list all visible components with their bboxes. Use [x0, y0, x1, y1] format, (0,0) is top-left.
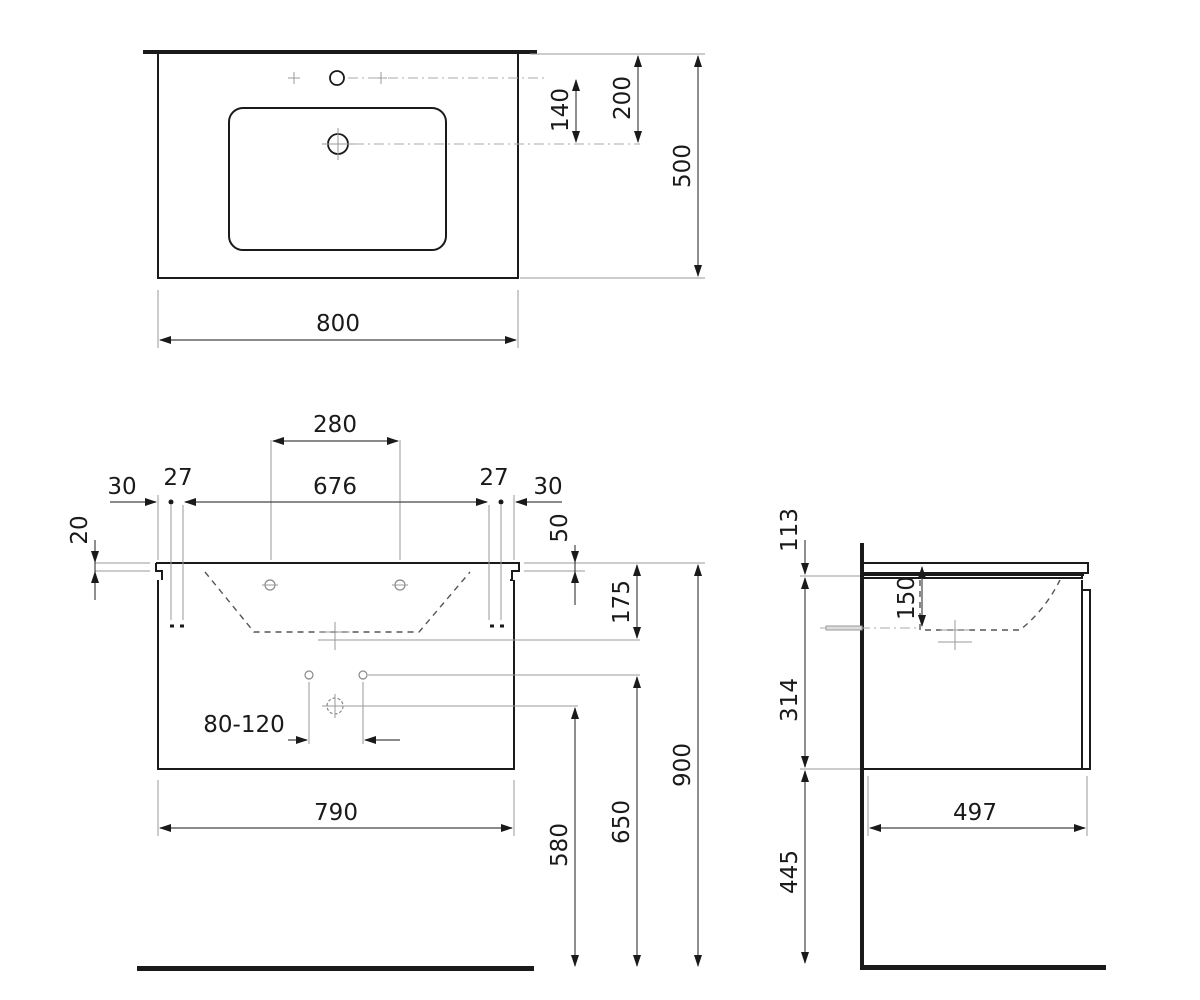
dim-label-140: 140 [548, 88, 574, 132]
dim-arrows-50 [571, 551, 579, 583]
dot-27-right [498, 499, 504, 505]
dim-label-500: 500 [670, 144, 696, 188]
side-view: 113 150 314 445 497 [777, 508, 1106, 970]
dim-arrows-20 [91, 551, 99, 583]
dim-label-20: 20 [67, 515, 93, 544]
drain-cross [322, 128, 354, 160]
dim-label-676: 676 [313, 474, 357, 500]
dim-label-27-left: 27 [163, 465, 192, 491]
side-bowl-dashed [919, 579, 1061, 631]
dim-label-900: 900 [670, 743, 696, 787]
side-wall [860, 543, 864, 969]
top-view-slab-edge [143, 50, 537, 54]
dim-label-30-left: 30 [107, 474, 136, 500]
dim-label-800: 800 [316, 311, 360, 337]
side-overflow-marker [825, 625, 863, 631]
dim-label-150: 150 [894, 576, 920, 620]
side-floor-line [860, 965, 1106, 970]
top-view-basin-outline [157, 54, 519, 279]
dot-27-left [168, 499, 174, 505]
side-drain-pipe [938, 620, 972, 650]
dim-label-580: 580 [547, 823, 573, 867]
front-floor-line [137, 966, 534, 971]
top-view-bowl [228, 107, 447, 251]
front-view: 280 676 30 27 27 30 20 50 175 790 8 [67, 412, 705, 971]
dim-label-790: 790 [314, 800, 358, 826]
dim-label-50: 50 [547, 513, 573, 542]
dim-label-497: 497 [953, 800, 997, 826]
dim-label-30-right: 30 [533, 474, 562, 500]
siphon-left-icon [304, 670, 314, 680]
front-basin-top [155, 562, 520, 581]
dim-label-280: 280 [313, 412, 357, 438]
front-drain-pipe [318, 622, 352, 650]
dim-label-445: 445 [777, 850, 803, 894]
front-bowl-dashed [204, 571, 471, 633]
dim-label-80-120: 80-120 [203, 712, 284, 738]
dim-label-200: 200 [610, 76, 636, 120]
side-basin-top [864, 562, 1089, 579]
dim-label-27-right: 27 [479, 465, 508, 491]
dim-label-175: 175 [609, 580, 635, 624]
dim-label-650: 650 [609, 800, 635, 844]
side-basin-slab [864, 572, 1084, 576]
top-view: 800 500 200 140 [143, 50, 705, 348]
siphon-right-icon [358, 670, 368, 680]
side-cabinet [864, 580, 1091, 770]
dim-label-113: 113 [777, 508, 803, 552]
siphon-outlet-cross [322, 694, 348, 718]
tap-side-crosses [288, 72, 387, 84]
dim-label-314: 314 [777, 678, 803, 722]
tap-hole-icon [329, 70, 345, 86]
